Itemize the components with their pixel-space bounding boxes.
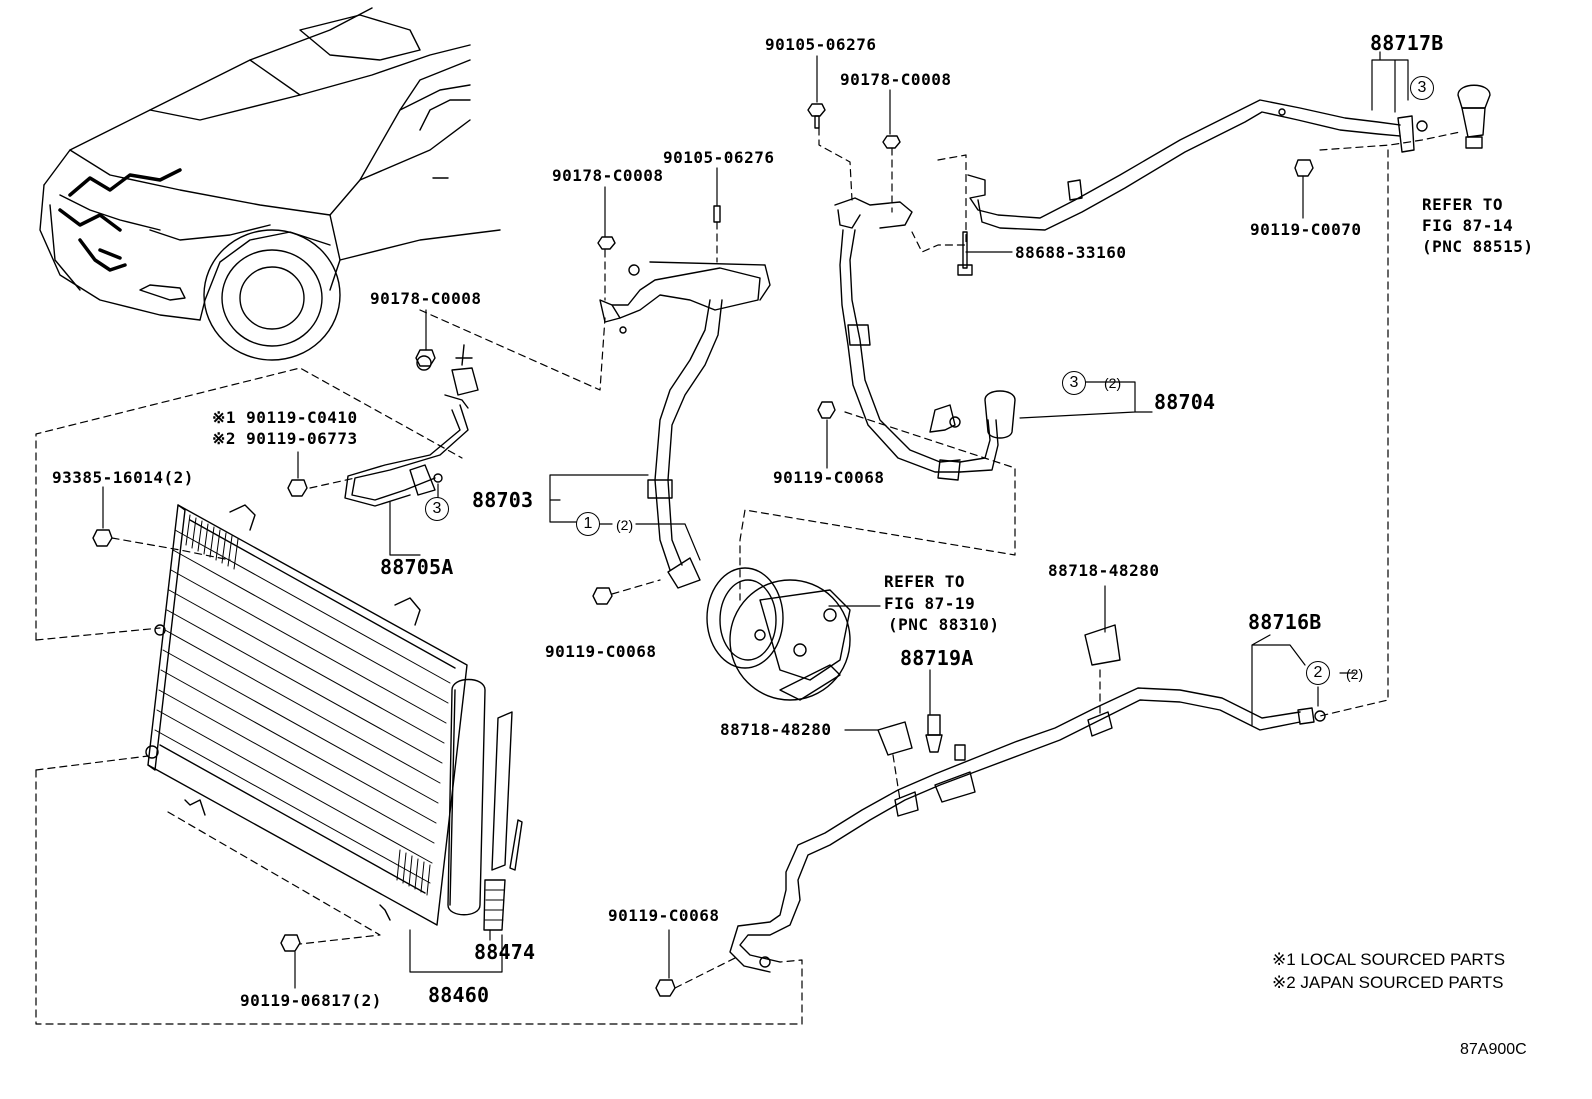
part-label-90119-c0068-low: 90119-C0068 bbox=[608, 906, 720, 925]
part-label-90105-06276-mid: 90105-06276 bbox=[663, 148, 775, 167]
fasteners bbox=[92, 103, 1314, 997]
refer-fig-87-19-line2: FIG 87-19 bbox=[884, 594, 976, 613]
part-label-90119-c0068-mid: 90119-C0068 bbox=[545, 642, 657, 661]
hose-88704 bbox=[834, 197, 1016, 481]
part-label-88474: 88474 bbox=[474, 940, 536, 964]
part-label-90178-c0008-top: 90178-C0008 bbox=[840, 70, 952, 89]
refer-fig-87-14-line2: FIG 87-14 bbox=[1422, 216, 1514, 235]
qty-1: (2) bbox=[616, 517, 634, 533]
part-label-93385-16014: 93385-16014(2) bbox=[52, 468, 194, 487]
qty-3-mid: (2) bbox=[1104, 375, 1122, 391]
hose-88703 bbox=[599, 261, 771, 589]
callout-2: 2 bbox=[1306, 661, 1330, 685]
callout-3-top: 3 bbox=[1410, 76, 1434, 100]
part-label-88688-33160: 88688-33160 bbox=[1015, 243, 1127, 262]
part-label-90178-c0008-mid: 90178-C0008 bbox=[552, 166, 664, 185]
part-label-88705a: 88705A bbox=[380, 555, 454, 579]
callout-3-mid: 3 bbox=[1062, 371, 1086, 395]
part-label-90119-c0068-upper: 90119-C0068 bbox=[773, 468, 885, 487]
part-label-88703: 88703 bbox=[472, 488, 534, 512]
part-label-88460: 88460 bbox=[428, 983, 490, 1007]
qty-2: (2) bbox=[1346, 666, 1364, 682]
part-label-88716b: 88716B bbox=[1248, 610, 1322, 634]
part-label-88719a: 88719A bbox=[900, 646, 974, 670]
part-label-90178-c0008-left: 90178-C0008 bbox=[370, 289, 482, 308]
refer-fig-87-14-line1: REFER TO bbox=[1422, 195, 1504, 214]
note-japan-sourced: ※2 JAPAN SOURCED PARTS bbox=[1272, 973, 1504, 992]
hose-88705a bbox=[344, 344, 479, 507]
compressor bbox=[706, 567, 851, 701]
part-label-88718-48280-right: 88718-48280 bbox=[1048, 561, 1160, 580]
condenser-88460 bbox=[145, 504, 523, 931]
refer-fig-87-19-line3: (PNC 88310) bbox=[888, 615, 1000, 634]
part-label-japan-90119-06773: ※2 90119-06773 bbox=[212, 429, 358, 448]
part-label-88704: 88704 bbox=[1154, 390, 1216, 414]
part-label-local-90119-c0410: ※1 90119-C0410 bbox=[212, 408, 358, 427]
part-label-90119-c0070: 90119-C0070 bbox=[1250, 220, 1362, 239]
hose-88717b bbox=[957, 84, 1491, 276]
hose-88716b bbox=[729, 624, 1326, 973]
refer-fig-87-19-line1: REFER TO bbox=[884, 572, 966, 591]
part-label-88717b: 88717B bbox=[1370, 31, 1444, 55]
part-label-90119-06817: 90119-06817(2) bbox=[240, 991, 382, 1010]
figure-id: 87A900C bbox=[1460, 1041, 1527, 1058]
vehicle-illustration bbox=[39, 7, 501, 361]
reference-lines bbox=[35, 127, 1461, 1025]
note-local-sourced: ※1 LOCAL SOURCED PARTS bbox=[1272, 950, 1506, 969]
part-label-88718-48280-left: 88718-48280 bbox=[720, 720, 832, 739]
callout-3-left: 3 bbox=[425, 497, 449, 521]
refer-fig-87-14-line3: (PNC 88515) bbox=[1422, 237, 1534, 256]
leader-lines bbox=[102, 51, 1409, 989]
callout-1: 1 bbox=[576, 512, 600, 536]
part-label-90105-06276-top: 90105-06276 bbox=[765, 35, 877, 54]
